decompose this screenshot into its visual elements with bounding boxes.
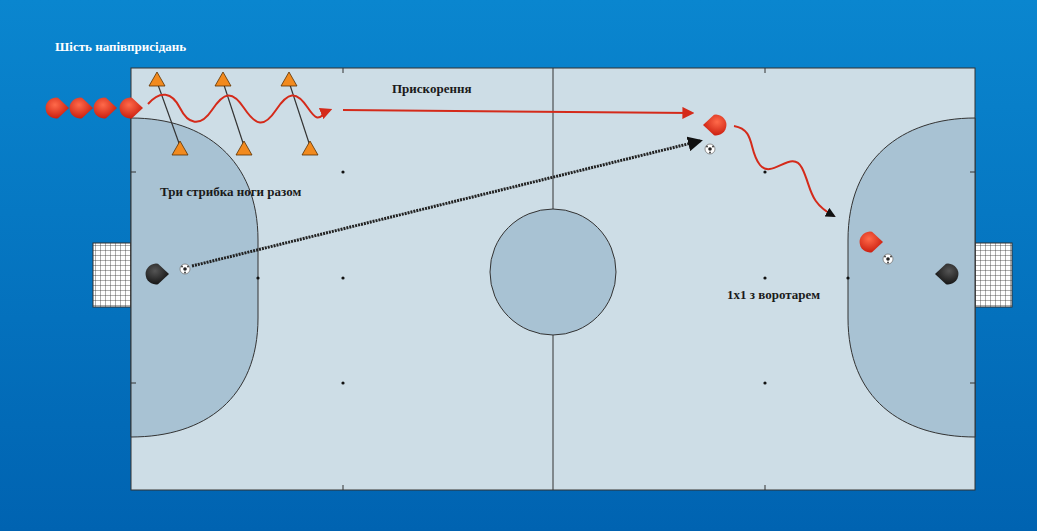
penalty-area: [131, 118, 258, 437]
player: [860, 232, 883, 253]
goal-net: [93, 243, 131, 307]
ball: [883, 254, 893, 264]
player: [703, 115, 726, 136]
exercise-note: Три стрибка ноги разом: [160, 185, 301, 199]
dribble-path: [148, 95, 330, 123]
goalkeeper: [146, 264, 169, 285]
center-circle: [490, 209, 616, 335]
ball: [180, 264, 190, 274]
goalkeeper: [935, 264, 958, 285]
pass-arrow: [192, 141, 700, 266]
court: [131, 68, 975, 490]
court-ticks: [131, 68, 975, 490]
penalty-area: [848, 118, 975, 437]
players-queue: [46, 98, 143, 119]
exercise-note: 1х1 з воротарем: [727, 288, 820, 302]
court-dots: [256, 170, 849, 384]
cone-lines: [157, 82, 310, 146]
goal-net: [93, 243, 131, 307]
ball: [705, 144, 715, 154]
goal-net: [975, 243, 1012, 307]
exercise-note: Прискорення: [392, 82, 471, 96]
dribble-path: [734, 126, 834, 216]
sprint-arrow: [343, 110, 692, 113]
goal-net: [975, 243, 1012, 307]
cones: [149, 72, 318, 155]
exercise-note: Шість напівприсідань: [55, 40, 186, 54]
